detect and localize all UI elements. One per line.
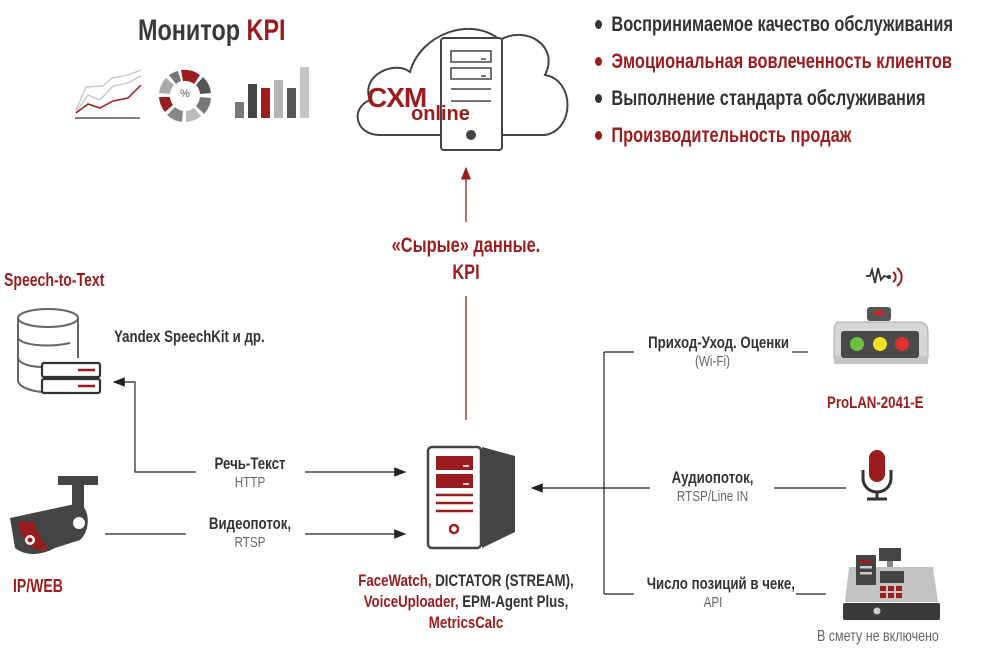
raw-data-line1: «Сырые» данные. <box>391 234 541 257</box>
raw-data-label: «Сырые» данные. KPI <box>366 232 566 286</box>
kpi-list-item-text: Выполнение стандарта обслуживания <box>611 86 926 110</box>
audio-link-label: Аудиопоток, RTSP/Line IN <box>645 468 780 505</box>
camera-label: IP/WEB <box>13 576 63 596</box>
video-link-protocol: RTSP <box>234 534 266 551</box>
server-software-line1: FaceWatch, DICTATOR (STREAM), <box>349 570 583 591</box>
kpi-list-item-text: Производительность продаж <box>611 123 852 147</box>
terminal-model-label: ProLAN-2041-E <box>827 393 924 412</box>
audio-link-protocol: RTSP/Line IN <box>676 488 749 505</box>
server-software-line2: VoiceUploader, EPM-Agent Plus, <box>349 591 583 612</box>
kpi-monitor-title: Монитор KPI <box>138 14 286 48</box>
speech-provider-label: Yandex SpeechKit и др. <box>114 327 265 346</box>
kpi-monitor-title-kpi: KPI <box>246 14 286 47</box>
kpi-list-item: Воспринимаемое качество обслуживания <box>595 6 953 43</box>
donut-percent-label: % <box>180 88 190 100</box>
kpi-list-item-text: Воспринимаемое качество обслуживания <box>611 12 954 36</box>
software-epm-agent: EPM-Agent Plus, <box>458 592 569 611</box>
server-software-list: FaceWatch, DICTATOR (STREAM), VoiceUploa… <box>316 570 616 633</box>
pos-link-label: Число позиций в чеке, API <box>628 574 798 611</box>
speech-link-label: Речь-Текст HTTP <box>190 454 310 491</box>
video-link-title: Видеопоток, <box>208 514 292 533</box>
speech-link-line-left <box>112 377 196 473</box>
kpi-list-item: Производительность продаж <box>595 117 953 154</box>
software-dictator: DICTATOR (STREAM), <box>431 571 574 590</box>
kpi-list-item: Выполнение стандарта обслуживания <box>595 80 953 117</box>
bullet-icon <box>595 131 603 140</box>
cash-register-note: В смету не включено <box>817 628 939 645</box>
cxm-brand-top: CXM <box>367 82 427 113</box>
pos-link-protocol: API <box>703 594 723 611</box>
audio-link-title: Аудиопоток, <box>671 468 754 487</box>
software-metricscalc: MetricsCalc <box>428 613 504 632</box>
raw-data-line2: KPI <box>452 261 480 284</box>
software-voiceuploader: VoiceUploader, <box>363 592 459 611</box>
speech-link-title: Речь-Текст <box>214 454 286 473</box>
bullet-icon <box>595 20 603 29</box>
terminal-link-title: Приход-Уход. Оценки <box>648 333 790 352</box>
speech-link-protocol: HTTP <box>234 474 266 491</box>
bullet-icon <box>595 57 603 66</box>
kpi-list-item-text: Эмоциональная вовлеченность клиентов <box>611 49 952 73</box>
kpi-list-item: Эмоциональная вовлеченность клиентов <box>595 43 953 80</box>
terminal-link-protocol: (Wi-Fi) <box>694 353 731 370</box>
kpi-monitor-title-text: Монитор <box>138 14 241 47</box>
server-software-line3: MetricsCalc <box>349 612 583 633</box>
bullet-icon <box>595 94 603 103</box>
pos-link-title: Число позиций в чеке, <box>646 574 795 593</box>
cxm-brand-bottom: online <box>411 103 470 125</box>
speech-to-text-title: Speech-to-Text <box>4 270 105 290</box>
terminal-link-label: Приход-Уход. Оценки (Wi-Fi) <box>630 333 795 370</box>
software-facewatch: FaceWatch, <box>358 571 432 590</box>
video-link-label: Видеопоток, RTSP <box>190 514 310 551</box>
